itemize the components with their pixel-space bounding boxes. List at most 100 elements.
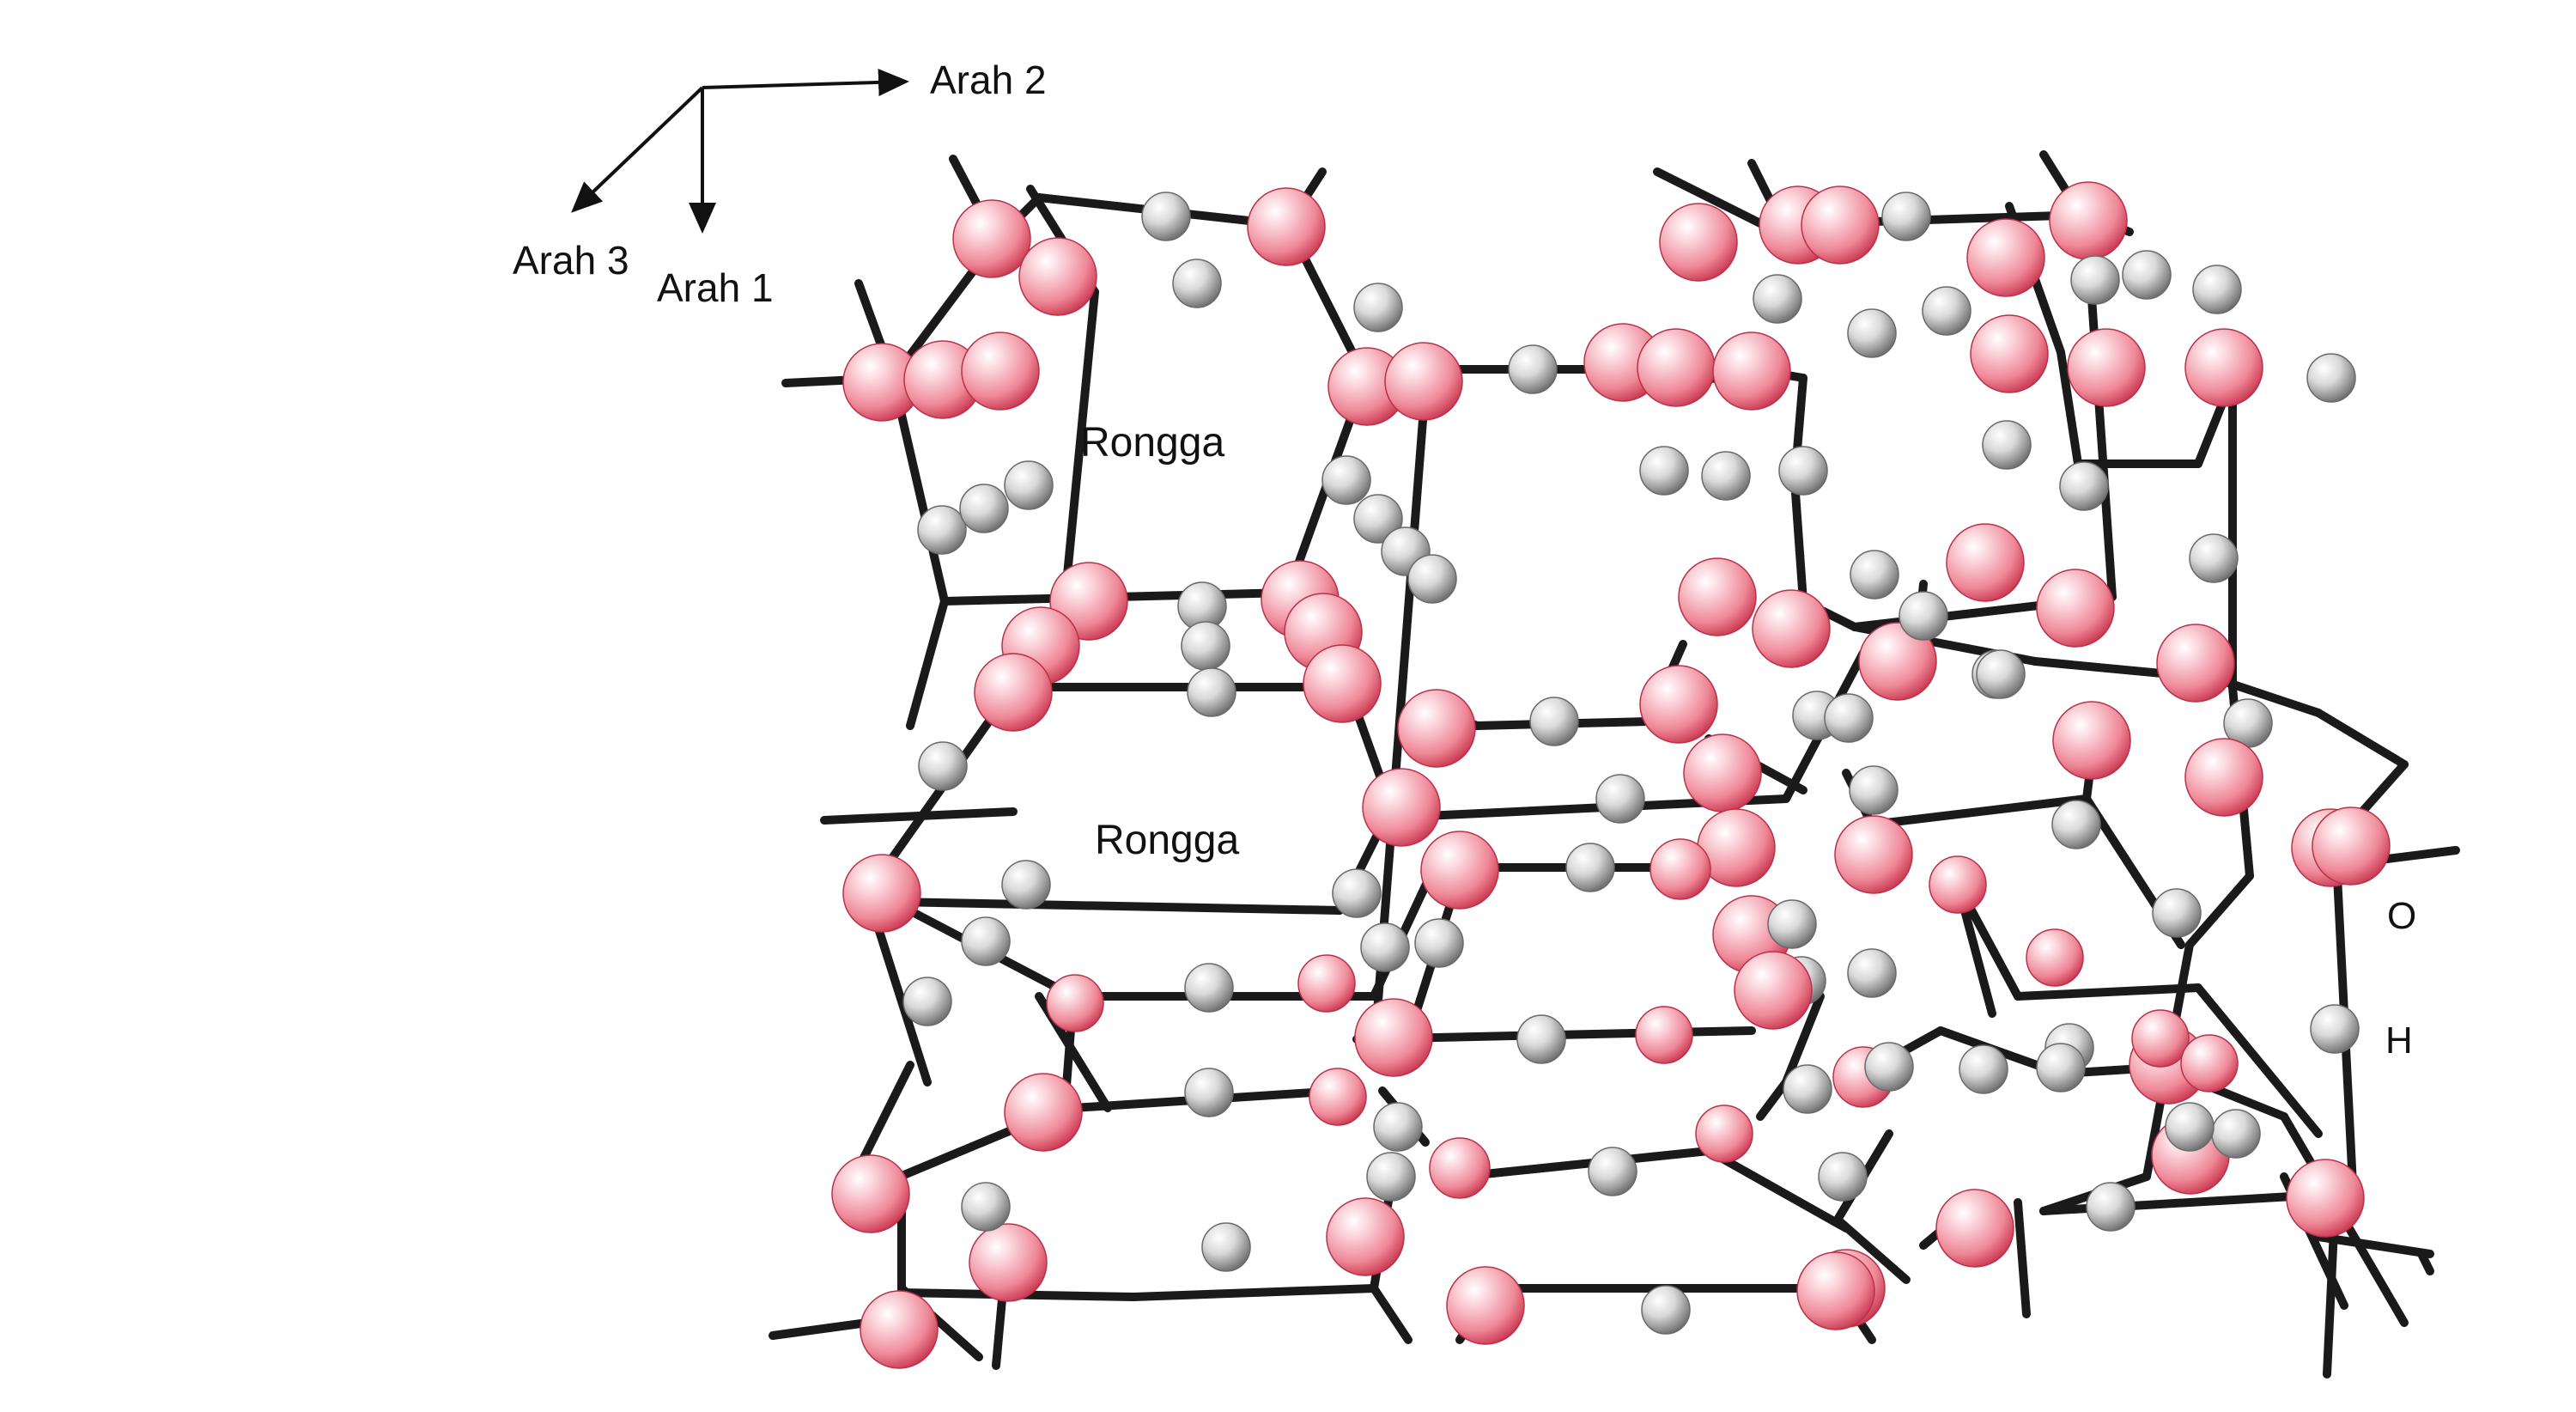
hydrogen-atom — [1366, 1152, 1416, 1202]
hydrogen-atom — [2306, 353, 2356, 403]
oxygen-atom — [1247, 187, 1326, 266]
oxygen-atom — [1659, 203, 1738, 282]
hydrogen-atom — [1184, 1068, 1234, 1117]
oxygen-atom — [2067, 328, 2146, 407]
bond-line — [1782, 992, 1825, 1086]
hydrogen-atom — [2036, 1043, 2086, 1092]
bond-line — [1756, 1078, 1790, 1121]
oxygen-atom — [1946, 523, 2025, 602]
hydrogen-atom — [2310, 1004, 2360, 1054]
oxygen-atom — [1420, 831, 1499, 910]
oxygen-atom — [1639, 665, 1718, 744]
hydrogen-atom — [902, 977, 952, 1026]
oxygen-atom — [1683, 733, 1762, 813]
hydrogen-atom — [2152, 888, 2202, 938]
bond-line — [906, 597, 949, 730]
bond-line — [1868, 794, 2091, 829]
hydrogen-atom — [1407, 554, 1457, 604]
hydrogen-atom — [2192, 265, 2242, 314]
oxygen-atom — [1858, 622, 1937, 701]
oxygen-atom — [1929, 855, 1987, 914]
hydrogen-atom — [1818, 1152, 1868, 1202]
oxygen-atom — [1303, 644, 1382, 723]
atom-layer — [831, 181, 2391, 1369]
hydrogen-atom — [1373, 1102, 1423, 1152]
hydrogen-atom — [2070, 255, 2120, 305]
hydrogen-atom — [2086, 1182, 2136, 1232]
bond-line — [1704, 1147, 1850, 1232]
hydrogen-atom — [1001, 860, 1051, 910]
hydrogen-key-label: H — [2385, 1019, 2413, 1062]
hydrogen-atom — [1004, 460, 1054, 510]
bond-line — [1370, 1284, 1413, 1344]
bond-line — [1790, 477, 1807, 606]
hydrogen-atom — [2165, 1102, 2215, 1152]
hydrogen-atom — [1922, 286, 1971, 336]
bond-line — [2211, 674, 2323, 717]
hydrogen-atom — [1701, 451, 1751, 501]
bond-line — [889, 898, 1344, 915]
bond-line — [2014, 983, 2202, 1001]
oxygen-atom — [952, 199, 1031, 278]
bond-line — [2314, 1232, 2434, 1258]
hydrogen-atom — [1959, 1044, 2008, 1094]
oxygen-atom — [1935, 1189, 2014, 1268]
hydrogen-atom — [1753, 274, 1802, 324]
bond-line — [2314, 709, 2409, 769]
oxygen-atom — [1695, 1105, 1753, 1163]
bond-line — [2014, 1198, 2031, 1318]
bond-line — [1129, 1284, 1378, 1301]
oxygen-atom — [1046, 974, 1104, 1032]
hydrogen-atom — [1639, 446, 1689, 496]
hydrogen-atom — [1767, 899, 1817, 949]
hydrogen-atom — [1516, 1014, 1566, 1064]
bond-line — [769, 1318, 872, 1340]
oxygen-atom — [1326, 1197, 1405, 1276]
hydrogen-atom — [1982, 420, 2032, 470]
oxygen-atom — [1801, 186, 1880, 265]
hydrogen-atom — [917, 505, 967, 555]
hydrogen-atom — [1881, 192, 1931, 241]
hydrogen-atom — [1508, 344, 1558, 394]
cavity-label-lower: Rongga — [1095, 818, 1240, 863]
hydrogen-atom — [1847, 948, 1897, 998]
hydrogen-atom — [2051, 800, 2101, 849]
hydrogen-atom — [1141, 192, 1191, 241]
hydrogen-atom — [1414, 918, 1464, 968]
hydrogen-atom — [2189, 533, 2239, 583]
oxygen-atom — [2184, 328, 2263, 407]
oxygen-atom — [1796, 1251, 1875, 1330]
oxygen-atom — [2052, 701, 2131, 780]
oxygen-atom — [2286, 1159, 2365, 1238]
bond-line — [1833, 1215, 1911, 1284]
oxygen-atom — [2180, 1034, 2239, 1092]
hydrogen-atom — [1778, 446, 1828, 496]
oxygen-atom — [1637, 328, 1716, 407]
bond-line — [2185, 872, 2254, 949]
oxygen-atom — [2036, 569, 2115, 648]
bond-line — [2057, 348, 2082, 468]
oxygen-atom — [1635, 1006, 1693, 1064]
oxygen-atom — [1752, 589, 1831, 668]
oxygen-atom — [1834, 815, 1913, 894]
oxygen-atom — [1429, 1137, 1491, 1199]
oxygen-atom — [974, 653, 1053, 732]
hydrogen-atom — [2059, 461, 2109, 511]
oxygen-atom — [2026, 928, 2084, 987]
direction-2-label: Arah 2 — [930, 58, 1047, 102]
oxygen-atom — [1397, 689, 1476, 768]
hydrogen-atom — [1899, 591, 1948, 641]
hydrogen-atom — [1595, 774, 1645, 824]
oxygen-atom — [2156, 624, 2235, 703]
hydrogen-atom — [1529, 697, 1579, 746]
oxygen-atom — [1966, 218, 2045, 297]
oxygen-atom — [1970, 314, 2049, 393]
oxygen-atom — [1004, 1073, 1083, 1152]
oxygen-atom — [1384, 342, 1463, 421]
hydrogen-atom — [1849, 765, 1899, 815]
bond-line — [2383, 846, 2460, 863]
oxygen-atom — [2312, 806, 2391, 886]
oxygen-atom — [860, 1290, 939, 1369]
hydrogen-atom — [1321, 455, 1371, 505]
